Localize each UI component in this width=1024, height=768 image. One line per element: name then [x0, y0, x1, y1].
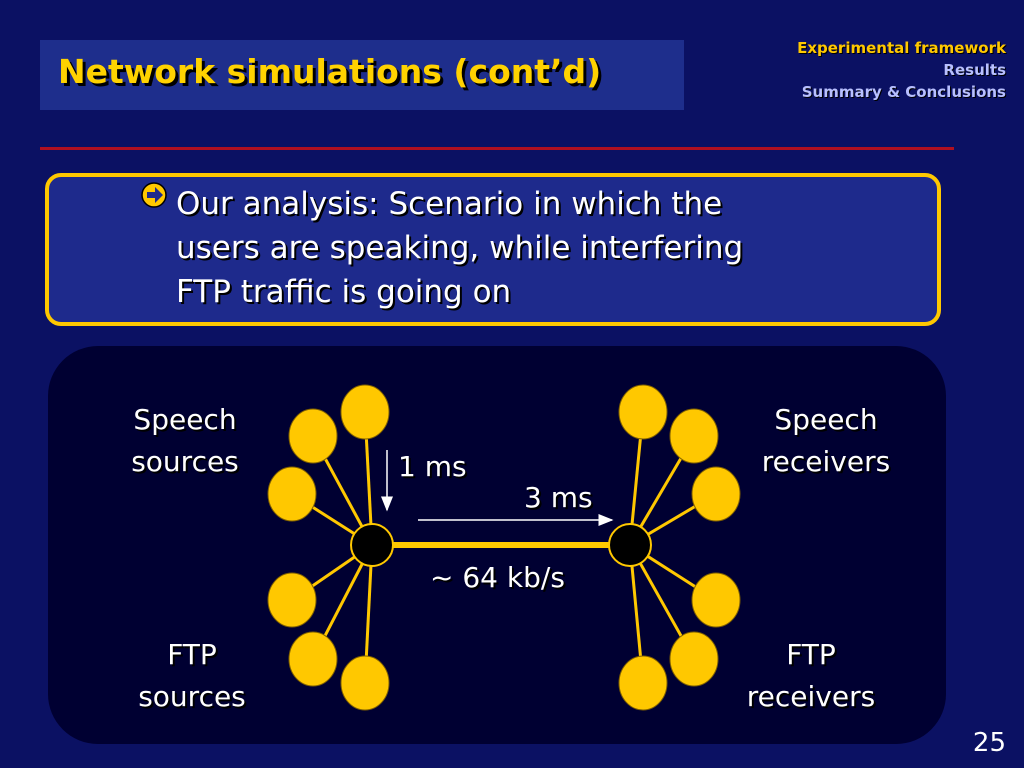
left-router-node: [350, 523, 394, 567]
nav-item-experimental-framework[interactable]: Experimental framework: [797, 39, 1006, 57]
nav-item-results[interactable]: Results: [943, 61, 1006, 79]
speech-receiver-node: [691, 466, 741, 522]
right-router-node: [608, 523, 652, 567]
speech-sources-label: Speech sources: [131, 403, 239, 478]
callout-line: Our analysis: Scenario in which the: [176, 186, 723, 222]
page-number: 25: [972, 728, 1006, 758]
ftp-receivers-label: FTP receivers: [746, 638, 876, 713]
link-rate-label: ~ 64 kb/s: [430, 561, 565, 594]
ftp-sources-label: FTP sources: [138, 638, 246, 713]
slide-title: Network simulations (cont’d): [58, 52, 602, 91]
ftp-receiver-node: [691, 572, 741, 628]
callout-line: users are speaking, while interfering: [176, 230, 744, 266]
ftp-source-node: [267, 572, 317, 628]
ftp-receiver-node: [669, 631, 719, 687]
callout-box: [45, 173, 941, 326]
link-delay-label: 3 ms: [524, 481, 593, 514]
callout-line: FTP traffic is going on: [176, 274, 512, 310]
arrow-bullet-icon: [141, 182, 167, 208]
ftp-receiver-node: [618, 655, 668, 711]
nav-item-summary[interactable]: Summary & Conclusions: [801, 83, 1006, 101]
access-delay-label: 1 ms: [398, 450, 467, 483]
section-nav: Experimental framework Results Summary &…: [797, 37, 1006, 103]
callout-text: Our analysis: Scenario in which the user…: [176, 182, 896, 314]
speech-source-node: [288, 408, 338, 464]
speech-source-node: [267, 466, 317, 522]
speech-receiver-node: [618, 384, 668, 440]
speech-source-node: [340, 384, 390, 440]
speech-receivers-label: Speech receivers: [761, 403, 891, 478]
ftp-source-node: [340, 655, 390, 711]
title-divider: [40, 147, 954, 150]
title-box: [40, 40, 684, 110]
speech-receiver-node: [669, 408, 719, 464]
ftp-source-node: [288, 631, 338, 687]
